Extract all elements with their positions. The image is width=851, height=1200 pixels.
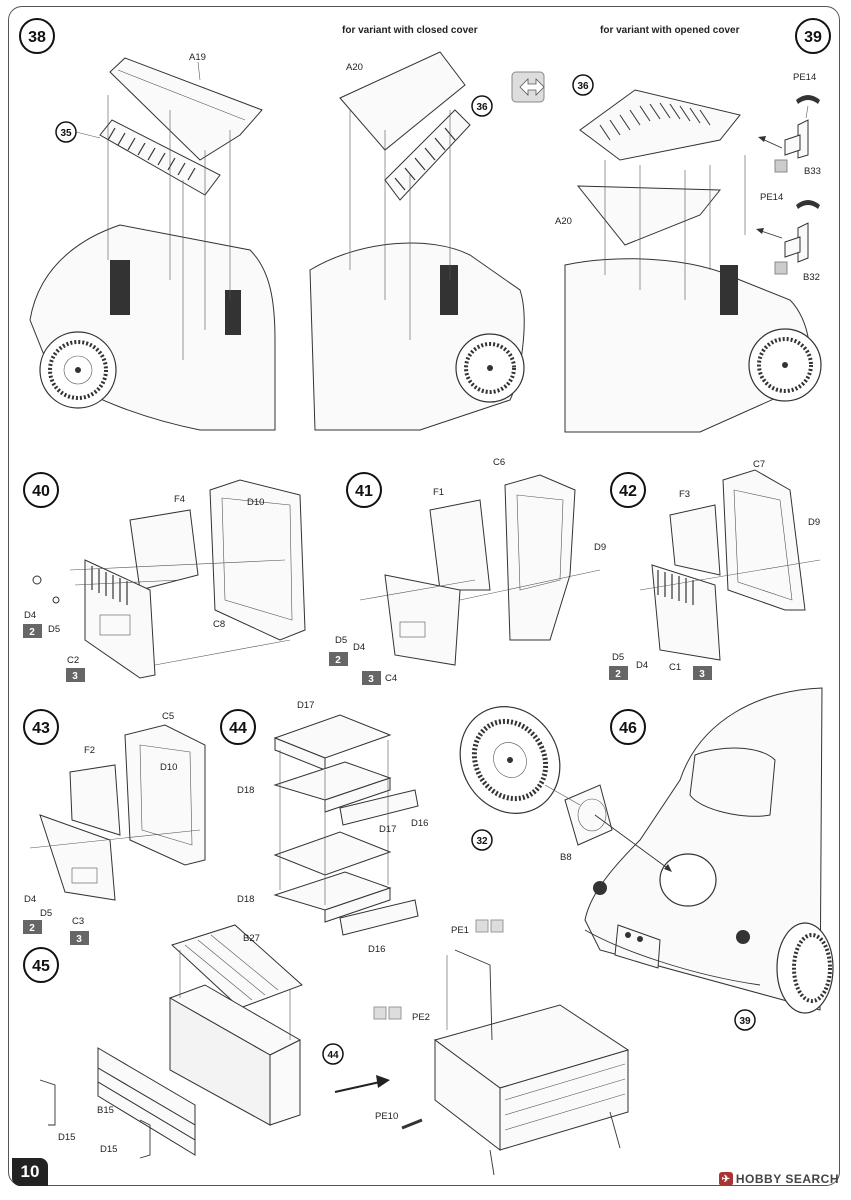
label-D16-a: D16 (411, 818, 428, 829)
label-D17-a: D17 (297, 700, 314, 711)
label-B15: B15 (97, 1105, 114, 1116)
label-PE1: PE1 (451, 925, 469, 936)
watermark-text: HOBBY SEARCH (735, 1172, 839, 1186)
label-B33: B33 (804, 166, 821, 177)
step-44-panel: 44 D17 D18 D16 D17 D18 D16 (220, 700, 428, 955)
label-C4: C4 (385, 673, 397, 684)
label-PE14-a: PE14 (793, 72, 816, 83)
label-C1: C1 (669, 662, 681, 673)
label-D4-a: D4 (24, 610, 36, 621)
paint-box-2-step42: 2 (615, 669, 621, 680)
label-A19: A19 (189, 52, 206, 63)
label-C3: C3 (72, 916, 84, 927)
label-D4-c: D4 (636, 660, 648, 671)
step-38-panel: 38 35 A19 (19, 18, 276, 431)
label-F3: F3 (679, 489, 690, 500)
label-C8: C8 (213, 619, 225, 630)
label-D5-d: D5 (40, 908, 52, 919)
label-C7: C7 (753, 459, 765, 470)
label-F2: F2 (84, 745, 95, 756)
label-D9-a: D9 (594, 542, 606, 553)
label-B27: B27 (243, 933, 260, 944)
bubble-36-opened: 36 (577, 81, 589, 92)
bubble-44: 44 (327, 1050, 339, 1061)
paint-box-3-step41: 3 (368, 674, 374, 685)
label-C2: C2 (67, 655, 79, 666)
page-frame (8, 6, 840, 1186)
label-D9-b: D9 (808, 517, 820, 528)
paint-box-3-step43: 3 (76, 934, 82, 945)
label-PE14-b: PE14 (760, 192, 783, 203)
step-40-panel: 40 F4 D10 C8 D4 D5 2 C2 3 (23, 472, 306, 682)
bubble-35: 35 (60, 128, 72, 139)
label-D18-b: D18 (237, 894, 254, 905)
caption-opened-cover: for variant with opened cover (600, 25, 740, 36)
label-F1: F1 (433, 487, 444, 498)
step-42-panel: 42 F3 C7 D9 D5 D4 C1 2 3 (609, 459, 820, 680)
watermark: ✈ HOBBY SEARCH (718, 1172, 839, 1186)
paint-box-3-step40: 3 (72, 671, 78, 682)
paint-box-2-step41: 2 (335, 655, 341, 666)
page-number: 10 (12, 1158, 48, 1186)
label-D15-b: D15 (100, 1144, 117, 1155)
label-PE10: PE10 (375, 1111, 398, 1122)
paint-box-2-step40: 2 (29, 627, 35, 638)
bubble-39: 39 (739, 1016, 751, 1027)
label-D5-c: D5 (612, 652, 624, 663)
label-D4-d: D4 (24, 894, 36, 905)
label-D10-a: D10 (247, 497, 264, 508)
label-A20-opened: A20 (555, 216, 572, 227)
closed-cover-panel: 36 A20 (309, 51, 525, 431)
label-PE2: PE2 (412, 1012, 430, 1023)
bubble-36-closed: 36 (476, 102, 488, 113)
step-38-number: 38 (28, 29, 46, 46)
step-40-number: 40 (32, 483, 50, 500)
label-D16-b: D16 (368, 944, 385, 955)
step-39-number: 39 (804, 29, 822, 46)
paint-box-3-step42: 3 (699, 669, 705, 680)
label-D4-b: D4 (353, 642, 365, 653)
step-45-number: 45 (32, 958, 50, 975)
label-C5: C5 (162, 711, 174, 722)
step-41-panel: 41 F1 C6 D9 D5 D4 2 3 C4 (329, 457, 606, 685)
step-42-number: 42 (619, 483, 637, 500)
label-D10-b: D10 (160, 762, 177, 773)
label-D15-a: D15 (58, 1132, 75, 1143)
step-43-panel: 43 F2 C5 D10 D4 D5 C3 2 3 (23, 709, 206, 945)
bubble-32: 32 (476, 836, 488, 847)
step-45-panel: 45 B27 B15 D15 D15 44 (23, 919, 630, 1176)
caption-closed-cover: for variant with closed cover (342, 25, 478, 36)
step-44-number: 44 (229, 720, 247, 737)
spare-wheel-panel: 32 B8 (459, 706, 613, 863)
label-F4: F4 (174, 494, 185, 505)
label-D5-a: D5 (48, 624, 60, 635)
paint-box-2-step43: 2 (29, 923, 35, 934)
label-A20-closed: A20 (346, 62, 363, 73)
step-46-number: 46 (619, 720, 637, 737)
label-D5-b: D5 (335, 635, 347, 646)
hobby-search-logo-icon: ✈ (718, 1172, 733, 1186)
label-C6: C6 (493, 457, 505, 468)
step-41-number: 41 (355, 483, 373, 500)
label-B32: B32 (803, 272, 820, 283)
step-39-panel: 39 36 A20 PE14 B33 (511, 18, 831, 433)
step-46-panel: 46 39 (584, 687, 834, 1031)
label-D18-a: D18 (237, 785, 254, 796)
label-B8: B8 (560, 852, 572, 863)
step-43-number: 43 (32, 720, 50, 737)
